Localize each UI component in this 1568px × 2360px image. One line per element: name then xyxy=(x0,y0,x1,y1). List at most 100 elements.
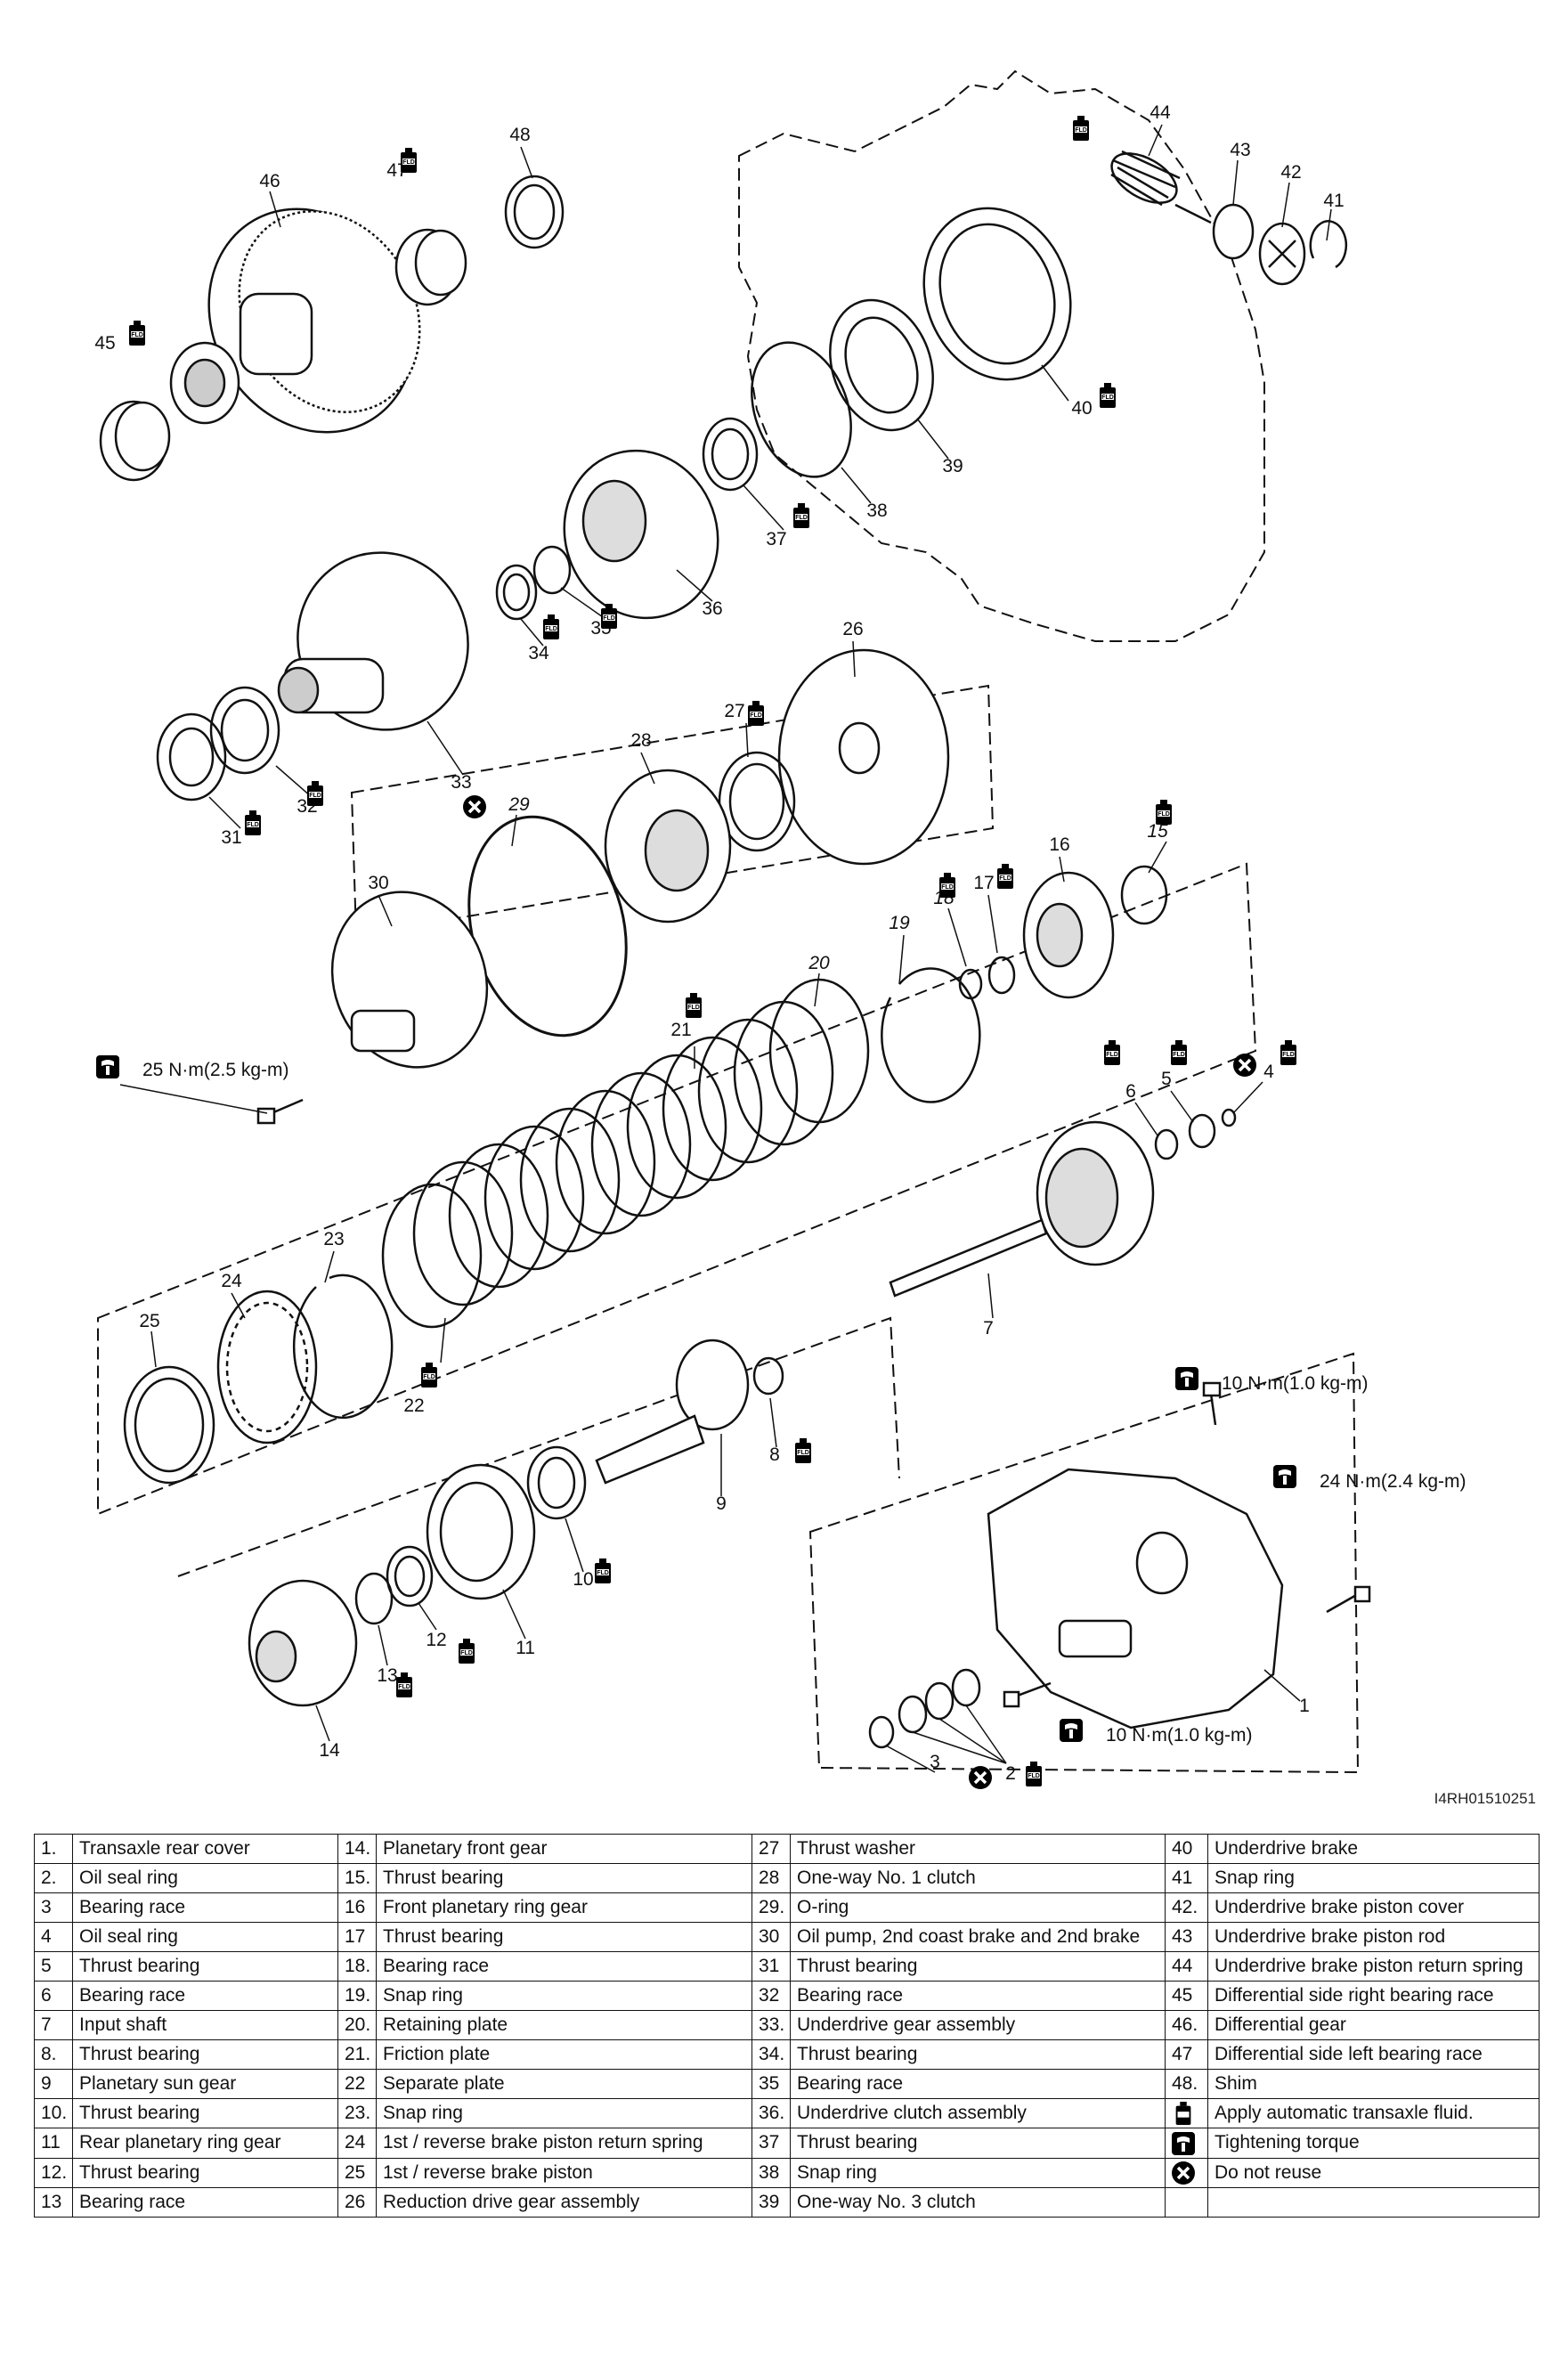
part-19-snap-ring xyxy=(881,967,981,1103)
part-16-front-planetary-ring-gear xyxy=(1022,871,1115,999)
callout-31: 31 xyxy=(221,827,241,848)
callout-10: 10 xyxy=(573,1569,593,1590)
part-36-underdrive-clutch-assembly xyxy=(563,449,719,620)
legend-text: Planetary front gear xyxy=(376,1834,752,1864)
legend-number: 5 xyxy=(34,1951,73,1982)
legend-text: Planetary sun gear xyxy=(72,2069,338,2099)
callout-34: 34 xyxy=(528,643,549,663)
callout-42: 42 xyxy=(1280,162,1301,183)
legend-number: 13 xyxy=(34,2187,73,2218)
fluid-bottle-icon xyxy=(1171,1040,1187,1065)
callout-8: 8 xyxy=(769,1444,780,1465)
callout-33: 33 xyxy=(451,772,471,793)
legend-number: 7 xyxy=(34,2010,73,2040)
legend-text: 1st / reverse brake piston xyxy=(376,2157,752,2189)
legend-number: 6 xyxy=(34,1981,73,2011)
torque-label-25nm: 25 N·m(2.5 kg-m) xyxy=(142,1060,289,1080)
part-48-shim xyxy=(504,175,565,249)
torque-label-24nm: 24 N·m(2.4 kg-m) xyxy=(1320,1471,1466,1492)
callout-19: 19 xyxy=(889,913,910,933)
legend-number: 39 xyxy=(752,2187,791,2218)
section-dashed-lines xyxy=(97,684,1360,1774)
callout-45: 45 xyxy=(94,333,115,354)
legend-text: Retaining plate xyxy=(376,2010,752,2040)
legend-text: Underdrive brake piston return spring xyxy=(1207,1951,1540,1982)
callout-39: 39 xyxy=(942,456,963,476)
legend-number: 17 xyxy=(337,1922,377,1952)
legend-text: Bearing race xyxy=(72,2187,338,2218)
part-7-input-shaft xyxy=(889,1120,1155,1298)
callout-29: 29 xyxy=(508,794,530,815)
legend-number: 14. xyxy=(337,1834,377,1864)
callout-24: 24 xyxy=(221,1271,242,1291)
legend-number: 22 xyxy=(337,2069,377,2099)
legend-text: Differential side left bearing race xyxy=(1207,2039,1540,2070)
legend-text: Underdrive brake piston rod xyxy=(1207,1922,1540,1952)
legend-number: 15. xyxy=(337,1863,377,1893)
legend-number: 4 xyxy=(34,1922,73,1952)
bolts-rear-cover xyxy=(1003,1381,1371,1708)
part-38-snap-ring xyxy=(751,341,852,478)
fluid-bottle-icon xyxy=(595,1558,611,1583)
callout-21: 21 xyxy=(670,1020,691,1040)
do-not-reuse-icon xyxy=(1231,1052,1258,1078)
legend-text: Reduction drive gear assembly xyxy=(376,2187,752,2218)
legend-text: Thrust bearing xyxy=(376,1922,752,1952)
legend-number: 47 xyxy=(1165,2039,1208,2070)
legend-number: 23. xyxy=(337,2097,377,2129)
legend-number: 40 xyxy=(1165,1834,1208,1864)
legend-number: 37 xyxy=(752,2128,791,2159)
bolt-25nm xyxy=(256,1098,304,1125)
legend-text: Differential side right bearing race xyxy=(1207,1981,1540,2011)
callout-25: 25 xyxy=(139,1311,159,1331)
torque-24nm: 24 N·m(2.4 kg-m) xyxy=(1273,1465,1466,1492)
legend-text: Thrust bearing xyxy=(72,2039,338,2070)
fluid-bottle-icon xyxy=(245,810,261,835)
legend-number: 35 xyxy=(752,2069,791,2099)
part-39-one-way-clutch xyxy=(829,298,934,432)
legend-number: 20. xyxy=(337,2010,377,2040)
part-37-thrust-bearing xyxy=(702,417,759,492)
legend-text: One-way No. 1 clutch xyxy=(790,1863,1166,1893)
legend-number: 41 xyxy=(1165,1863,1208,1893)
fluid-bottle-icon xyxy=(997,864,1013,889)
legend-text: Oil pump, 2nd coast brake and 2nd brake xyxy=(790,1922,1166,1952)
callout-40: 40 xyxy=(1071,398,1092,419)
legend-text: Oil seal ring xyxy=(72,1863,338,1893)
legend-text: One-way No. 3 clutch xyxy=(790,2187,1166,2218)
legend-text: Snap ring xyxy=(376,1981,752,2011)
torque-10nm-top: 10 N·m(1.0 kg-m) xyxy=(1175,1367,1369,1394)
part-46-differential-gear xyxy=(169,208,421,434)
callout-labels: 1234567891011121314151617181920212223242… xyxy=(94,102,1344,1784)
do-not-reuse-icon xyxy=(967,1764,994,1791)
callout-20: 20 xyxy=(808,953,830,973)
part-44-return-spring xyxy=(1110,150,1181,207)
fluid-bottle-icon xyxy=(795,1438,811,1463)
callout-27: 27 xyxy=(724,701,744,721)
legend-number: 9 xyxy=(34,2069,73,2099)
part-47-bearing-race xyxy=(394,228,467,306)
legend-number: 24 xyxy=(337,2128,377,2159)
legend-text: 1st / reverse brake piston return spring xyxy=(376,2128,752,2159)
legend-number: 12. xyxy=(34,2157,73,2189)
legend-text: Thrust bearing xyxy=(790,1951,1166,1982)
callout-12: 12 xyxy=(426,1630,446,1650)
callout-7: 7 xyxy=(983,1318,994,1339)
part-30-oil-pump xyxy=(330,891,489,1069)
fluid-bottle-icon xyxy=(1280,1040,1296,1065)
part-10-thrust-bearing xyxy=(526,1445,587,1520)
legend-text: Thrust washer xyxy=(790,1834,1166,1864)
legend-number: 32 xyxy=(752,1981,791,2011)
legend-text: Bearing race xyxy=(790,1981,1166,2011)
callout-3: 3 xyxy=(930,1752,940,1772)
torque-wrench-icon xyxy=(96,1055,119,1078)
transaxle-case-outline xyxy=(738,69,1265,642)
